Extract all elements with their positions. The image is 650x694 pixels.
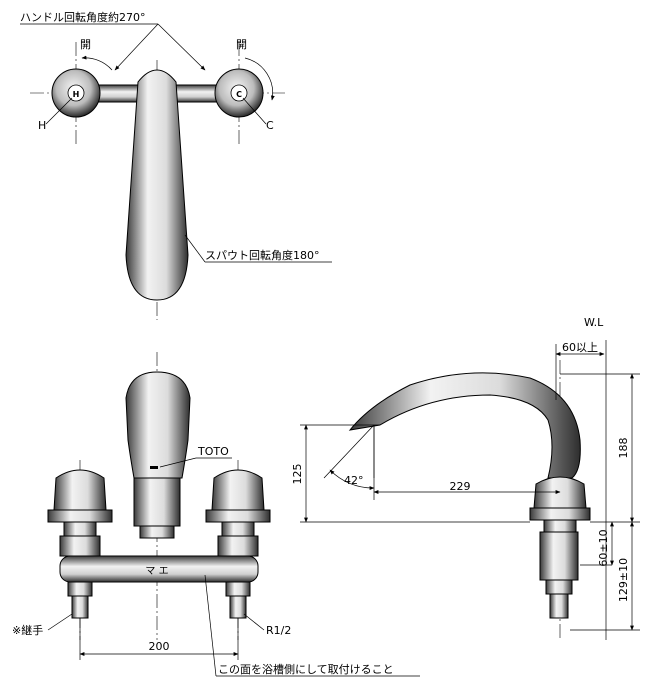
thread-label: R1/2	[266, 624, 291, 637]
front-left-handle	[47, 469, 113, 557]
angle-42: 42°	[344, 474, 364, 487]
brand-label: TOTO	[197, 445, 229, 458]
spout-rotation-label: スパウト回転角度180°	[205, 248, 320, 262]
dim-129-tol: 129±10	[617, 558, 630, 602]
top-left-handle: H	[51, 68, 101, 118]
side-view: W.L 60以上 188 60±10 129±10 125 229 42°	[291, 316, 640, 640]
side-body	[539, 531, 579, 581]
cold-label: C	[266, 119, 274, 132]
handle-rotation-label: ハンドル回転角度約270°	[20, 10, 146, 24]
front-right-handle	[205, 469, 271, 557]
front-body	[59, 555, 259, 583]
dim-60-tol: 60±10	[597, 529, 610, 566]
open-left-label: 開	[80, 38, 91, 51]
dim-188: 188	[617, 438, 630, 459]
open-right-label: 開	[236, 38, 247, 51]
install-note: この面を浴槽側にして取付けること	[218, 663, 394, 676]
top-right-handle: C	[214, 68, 264, 118]
front-spout	[125, 371, 191, 479]
side-spout	[348, 372, 581, 479]
top-view: H C ハンドル回転角度約270° 開 開 H C スパウト回転角度180°	[20, 10, 332, 320]
dim-125: 125	[291, 464, 304, 485]
wall-line-label: W.L	[584, 316, 604, 329]
min-60-label: 60以上	[562, 341, 598, 354]
svg-text:C: C	[236, 90, 242, 99]
front-view: TOTO マ エ ※継手 R1/2	[12, 352, 420, 677]
dim-229: 229	[450, 480, 471, 493]
pitch-200: 200	[149, 640, 170, 653]
svg-text:H: H	[73, 90, 80, 99]
fitting-note: ※継手	[12, 623, 43, 637]
body-mark: マ エ	[145, 566, 168, 577]
top-spout	[125, 69, 189, 301]
hot-label: H	[38, 119, 46, 132]
